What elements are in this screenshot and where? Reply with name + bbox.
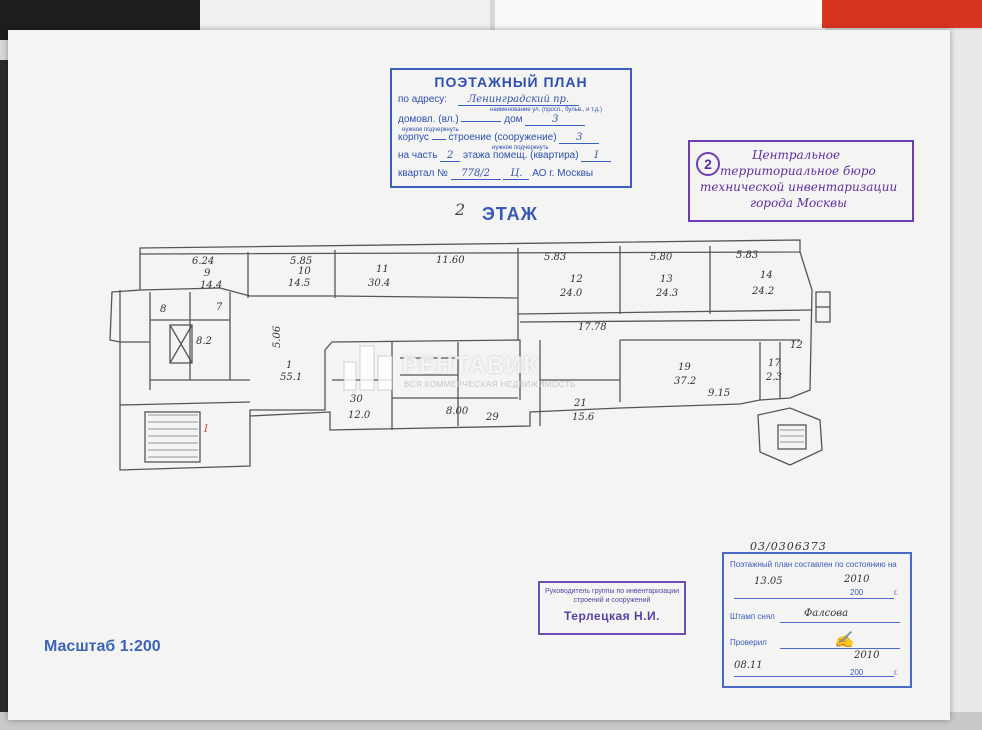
room-30-area: 12.0 xyxy=(348,410,371,421)
relevance-year-1: 2010 xyxy=(844,574,870,585)
room-9-area: 14.4 xyxy=(200,280,222,291)
room-10-id: 10 xyxy=(298,266,311,277)
room-30-id: 30 xyxy=(350,394,363,405)
relevance-year-suffix-2: 200 xyxy=(850,668,864,677)
room-11-area: 30.4 xyxy=(368,278,390,289)
room-11-id: 11 xyxy=(376,264,389,275)
address-label: по адресу: xyxy=(398,94,448,105)
checked-label: Проверил xyxy=(730,638,767,647)
head-stamp: Руководитель группы по инвентаризации ст… xyxy=(538,581,686,635)
room-29-id: 29 xyxy=(485,412,499,423)
bti-stamp-number: 2 xyxy=(696,152,720,176)
stroenie-value: 3 xyxy=(559,132,600,144)
part-floor: 2 xyxy=(440,150,461,162)
room-8-id: 8 xyxy=(160,304,166,315)
room-12-area: 24.0 xyxy=(559,288,583,299)
head-stamp-name: Терлецкая Н.И. xyxy=(564,609,660,623)
room-21-id: 21 xyxy=(573,398,587,409)
room-17-id: 17 xyxy=(768,358,781,369)
room-13-dim: 5.80 xyxy=(650,252,673,263)
bti-line-4: города Москвы xyxy=(750,196,847,210)
bti-line-2: территориальное бюро xyxy=(720,164,876,178)
room-29-dim: 8.00 xyxy=(446,406,469,417)
korpus-label: корпус xyxy=(398,132,429,143)
relevance-date-1: 13.05 xyxy=(754,576,783,587)
address-value: Ленинградский пр. xyxy=(457,94,580,106)
room-13-area: 24.3 xyxy=(655,288,678,299)
hint-2: нужное подчеркнуть xyxy=(492,145,549,151)
part-label: на часть xyxy=(398,150,438,161)
part-label-b: этажа помещ. (квартира) xyxy=(463,150,579,161)
floor-label: ЭТАЖ xyxy=(482,204,538,224)
room-21-area: 15.6 xyxy=(572,412,595,423)
room-10-dim: 5.85 xyxy=(290,256,312,267)
room-13-id: 13 xyxy=(660,274,673,285)
watermark: РЕНТАВИК ВСЯ КОММЕРЧЕСКАЯ НЕДВИЖИМОСТЬ xyxy=(340,340,640,400)
room-12-dim: 5.83 xyxy=(544,252,566,263)
address-hint: наименование ул. (просп., бульв., и т.д.… xyxy=(490,107,603,113)
relevance-year-2: 2010 xyxy=(854,650,880,661)
watermark-building-icon xyxy=(343,345,393,391)
room-9-dim: 6.24 xyxy=(192,256,214,267)
room-19-id: 19 xyxy=(678,362,691,373)
room-12b-id: 12 xyxy=(790,340,803,351)
relevance-year-suffix-1: 200 xyxy=(850,588,864,597)
cadastral-number: 03/0306373 xyxy=(750,540,827,553)
hint-1: нужное подчеркнуть xyxy=(402,127,459,133)
checked-signature: ✍ xyxy=(834,630,854,649)
relevance-line-1: Поэтажный план составлен по состоянию на xyxy=(730,560,897,569)
room-6-area: 8.2 xyxy=(196,336,212,347)
room-12-id: 12 xyxy=(570,274,583,285)
corridor-dim: 17.78 xyxy=(578,322,607,333)
background-red-object xyxy=(822,0,982,28)
relevance-g-1: г. xyxy=(894,588,899,597)
room-18-area: 2.3 xyxy=(765,372,782,383)
scale-label: Масштаб 1:200 xyxy=(44,638,161,655)
room-7-id: 7 xyxy=(216,302,223,313)
stair-label: I xyxy=(203,424,209,435)
room-19-dim: 9.15 xyxy=(708,388,730,399)
stroenie-label: строение (сооружение) xyxy=(448,132,557,143)
room-1-id: 1 xyxy=(286,360,292,371)
room-14-id: 14 xyxy=(760,270,773,281)
domovl-label: домовл. (вл.) xyxy=(398,114,459,125)
kvartal-value: 778/2 xyxy=(450,168,501,180)
room-19-area: 37.2 xyxy=(674,376,696,387)
dom-label: дом xyxy=(504,114,523,125)
relevance-g-2: г. xyxy=(894,668,899,677)
relevance-date-2: 08.11 xyxy=(734,660,763,671)
room-14-dim: 5.83 xyxy=(736,250,758,261)
title-stamp: ПОЭТАЖНЫЙ ПЛАН по адресу: Ленинградский … xyxy=(390,68,632,188)
floor-plan-sheet xyxy=(8,30,950,720)
ao-value: Ц. xyxy=(503,168,530,180)
room-9-id: 9 xyxy=(204,268,211,279)
bti-line-3: технической инвентаризации xyxy=(700,180,898,194)
room-11-dim: 11.60 xyxy=(436,255,465,266)
title-stamp-heading: ПОЭТАЖНЫЙ ПЛАН xyxy=(434,74,588,90)
corridor-dim-left: 5.06 xyxy=(272,325,283,348)
relevance-stamp: Поэтажный план составлен по состоянию на… xyxy=(722,552,912,688)
floor-plan-drawing: 6.24 9 14.4 5.85 10 14.5 11 30.4 11.60 5… xyxy=(109,239,831,471)
part-value: I xyxy=(581,150,612,162)
floor-number: 2 xyxy=(455,200,466,219)
ao-label: АО г. Москвы xyxy=(532,168,594,179)
signer-name: Фалсова xyxy=(804,608,849,619)
head-stamp-role: Руководитель группы по инвентаризации ст… xyxy=(544,588,680,604)
watermark-subtext: ВСЯ КОММЕРЧЕСКАЯ НЕДВИЖИМОСТЬ xyxy=(404,380,576,389)
bti-line-1: Центральное xyxy=(752,148,841,162)
watermark-text: РЕНТАВИК xyxy=(402,352,540,379)
bti-stamp: 2 Центральное территориальное бюро техни… xyxy=(688,140,914,222)
room-14-area: 24.2 xyxy=(751,286,774,297)
kvartal-label: квартал № xyxy=(398,168,448,179)
dom-value: 3 xyxy=(525,114,586,126)
room-10-area: 14.5 xyxy=(288,278,310,289)
shtamp-label: Штамп снял xyxy=(730,612,775,621)
room-1-area: 55.1 xyxy=(280,372,302,383)
